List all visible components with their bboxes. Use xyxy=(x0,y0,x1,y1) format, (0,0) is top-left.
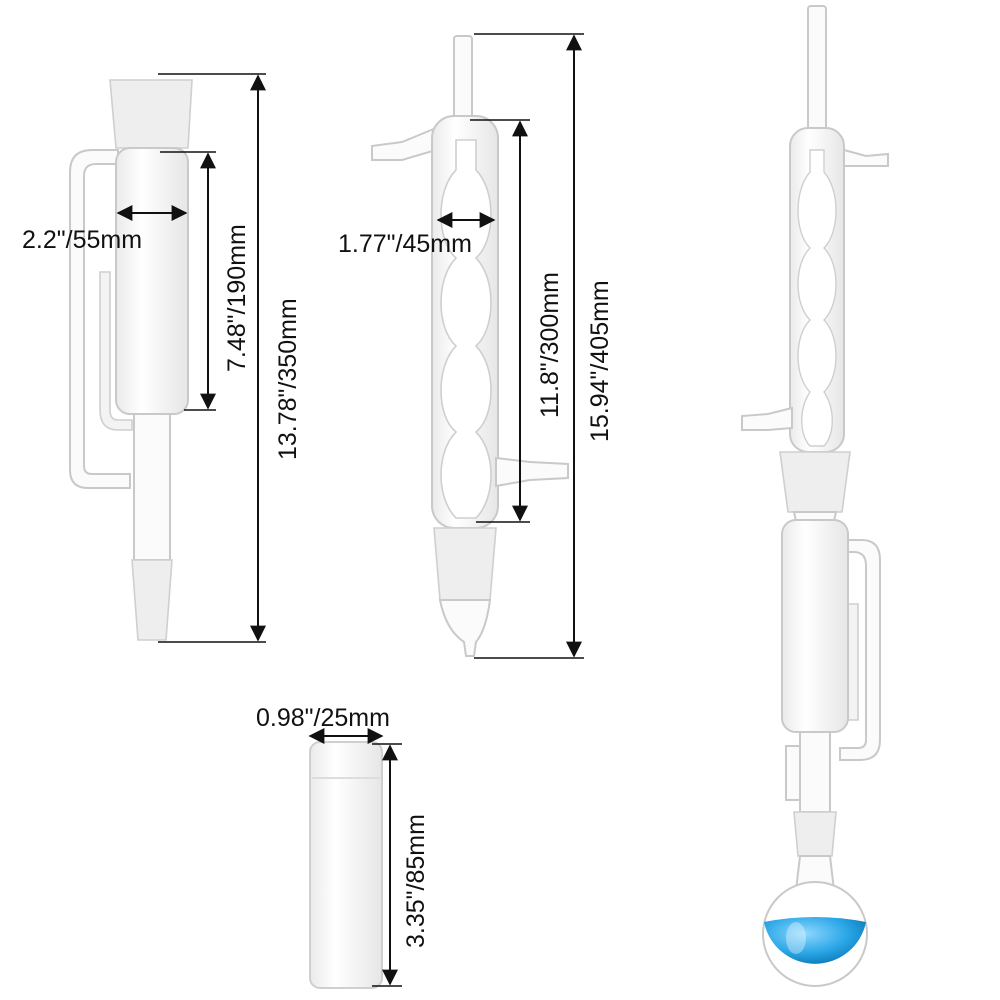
label-thimble-height: 3.35"/85mm xyxy=(402,814,430,948)
assembly-vapor-tube xyxy=(785,745,801,801)
label-thimble-diameter: 0.98"/25mm xyxy=(256,704,390,732)
extractor-return-tube xyxy=(99,271,133,431)
label-condenser-bulb-diameter: 1.77"/45mm xyxy=(338,230,472,258)
condenser-lower-hose-barb xyxy=(495,456,569,488)
assembled-apparatus xyxy=(741,5,889,987)
condenser-upper-hose-barb xyxy=(371,126,437,161)
assembly-lower-hose-barb xyxy=(741,406,793,431)
label-extractor-chamber-height: 7.48"/190mm xyxy=(223,224,251,372)
allihn-condenser: 1.77"/45mm 11.8"/300mm 15.94"/405mm xyxy=(338,33,614,659)
extraction-thimble: 0.98"/25mm 3.35"/85mm xyxy=(256,704,430,989)
assembly-siphon-tube xyxy=(839,539,881,761)
assembly-flask-joint xyxy=(793,811,837,857)
assembly-condenser-joint xyxy=(779,451,851,513)
extractor-chamber xyxy=(115,147,189,415)
assembly-condenser-top-tube xyxy=(807,5,827,131)
condenser-bottom-joint xyxy=(433,527,497,601)
label-extractor-total-height: 13.78"/350mm xyxy=(274,298,302,460)
condenser-drip-tip xyxy=(438,599,492,657)
label-extractor-diameter: 2.2"/55mm xyxy=(22,226,142,254)
assembly-extractor-chamber xyxy=(781,519,849,733)
condenser-bulb-chain xyxy=(440,139,492,519)
assembly-flask-highlight xyxy=(786,922,806,954)
extractor-lower-stem xyxy=(133,413,171,561)
label-condenser-jacket-length: 11.8"/300mm xyxy=(536,272,564,418)
label-condenser-total-length: 15.94"/405mm xyxy=(586,280,614,442)
condenser-top-tube xyxy=(453,35,473,119)
extractor-top-joint xyxy=(109,79,193,149)
assembly-flask-liquid xyxy=(764,917,866,964)
assembly-upper-hose-barb xyxy=(843,148,889,167)
assembly-extractor-stem xyxy=(799,731,831,813)
assembly-return-tube xyxy=(847,603,859,721)
extractor-bottom-joint xyxy=(131,559,173,641)
extractor-siphon-tube xyxy=(69,149,131,489)
assembly-condenser-bulbs xyxy=(797,149,837,447)
soxhlet-extractor: 2.2"/55mm 7.48"/190mm 13.78"/350mm xyxy=(22,73,302,643)
